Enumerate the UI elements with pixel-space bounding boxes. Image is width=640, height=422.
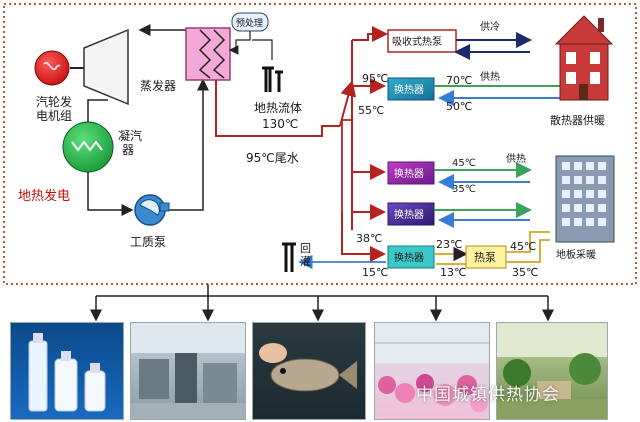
pipe-to-absorption	[352, 26, 388, 42]
fish-illustration	[259, 343, 357, 392]
turbine-icon	[83, 28, 129, 106]
condenser-to-pump-line	[87, 172, 134, 216]
work-pump-icon	[134, 194, 170, 226]
temp-45a: 45℃	[452, 158, 476, 169]
pump-to-evaporator-line	[168, 78, 209, 211]
heatpump-return-line	[506, 239, 550, 263]
temp-15: 15℃	[362, 266, 388, 279]
heat-exchanger-2	[387, 161, 435, 185]
condenser-coil	[71, 140, 103, 152]
reinjection-label: 回 灌	[300, 242, 315, 268]
temp-95-in: 95℃	[362, 72, 388, 85]
temp-70: 70℃	[446, 74, 472, 87]
evaporator-coil	[198, 29, 212, 79]
geothermal-power-label: 地热发电	[18, 188, 70, 204]
production-well-icon	[262, 66, 283, 92]
heat-exchanger-2-label: 换热器	[394, 167, 424, 180]
condenser-line-1: 凝汽	[118, 128, 142, 143]
turbine-to-condenser-line	[87, 99, 108, 122]
reinjection-well-icon	[282, 242, 296, 272]
temp-13: 13℃	[440, 266, 466, 279]
photo-chemical-bottles	[10, 322, 124, 420]
hx1-return-pipe	[341, 119, 352, 212]
greenhouse-illustration	[375, 323, 489, 412]
heat-supply-label-1: 供热	[480, 70, 500, 83]
heat-exchanger-1	[387, 77, 435, 101]
absorption-heat-pump-label: 吸收式热泵	[392, 35, 442, 48]
evaporator-coil-2	[212, 29, 226, 79]
factory-illustration	[131, 323, 245, 419]
turbine-generator-label: 汽轮发 电机组	[36, 94, 76, 123]
evaporator-box	[185, 27, 231, 81]
temp-38: 38℃	[356, 232, 382, 245]
work-pump-label: 工质泵	[130, 235, 166, 249]
turbine-generator-line-1: 汽轮发	[36, 94, 72, 109]
cooling-supply-label: 供冷	[480, 20, 500, 33]
bottles-illustration	[28, 333, 106, 412]
building-icon	[555, 155, 615, 243]
pretreatment-to-evaporator-line	[228, 31, 251, 55]
generator-wave	[43, 61, 61, 71]
tail-water-arrow	[339, 80, 357, 127]
house-icon	[554, 15, 614, 101]
condenser-line-2: 器	[122, 143, 134, 157]
heat-pump-label: 热泵	[474, 251, 496, 264]
temp-45b: 45℃	[510, 240, 536, 253]
pipe-to-hx4	[341, 212, 386, 262]
temp-55: 55℃	[358, 104, 384, 117]
tail-water-pipe	[215, 80, 340, 137]
condenser-label: 凝汽 器	[118, 128, 146, 157]
temp-23: 23℃	[436, 238, 462, 251]
evaporator-label: 蒸发器	[140, 78, 176, 93]
heat-exchanger-3	[387, 202, 435, 226]
tail-water-label: 95℃尾水	[246, 151, 299, 165]
floor-heating-label: 地板采暖	[556, 248, 596, 261]
photo-fish-farming	[252, 322, 366, 420]
geo-fluid-label: 地热流体	[254, 101, 302, 115]
watermark: 中国城镇供热协会	[416, 385, 560, 405]
heatpump-supply-line	[506, 231, 550, 253]
garden-illustration	[497, 323, 607, 419]
photo-flower-greenhouse	[374, 322, 490, 420]
reinjection-line-2: 灌	[300, 255, 311, 268]
geo-fluid-line	[252, 39, 273, 60]
heat-pump-box	[465, 245, 507, 269]
heat-supply-label-2: 供热	[506, 152, 526, 165]
heat-exchanger-1-label: 换热器	[394, 83, 424, 96]
temp-35b: 35℃	[512, 266, 538, 279]
photo-factory-floor	[130, 322, 246, 420]
system-frame	[3, 3, 637, 285]
temp-50: 50℃	[446, 100, 472, 113]
radiator-heating-label: 散热器供暖	[550, 113, 605, 127]
heat-exchanger-3-label: 换热器	[394, 208, 424, 221]
heat-exchanger-4-label: 换热器	[394, 251, 424, 264]
reinjection-line-1: 回	[300, 242, 311, 255]
turbine-generator-line-2: 电机组	[36, 109, 72, 123]
temp-35a: 35℃	[452, 184, 476, 195]
pretreatment-label: 预处理	[236, 17, 263, 29]
photo-indoor-garden	[496, 322, 608, 420]
geo-fluid-temp-label: 130℃	[262, 117, 298, 131]
heat-exchanger-4	[387, 245, 435, 269]
